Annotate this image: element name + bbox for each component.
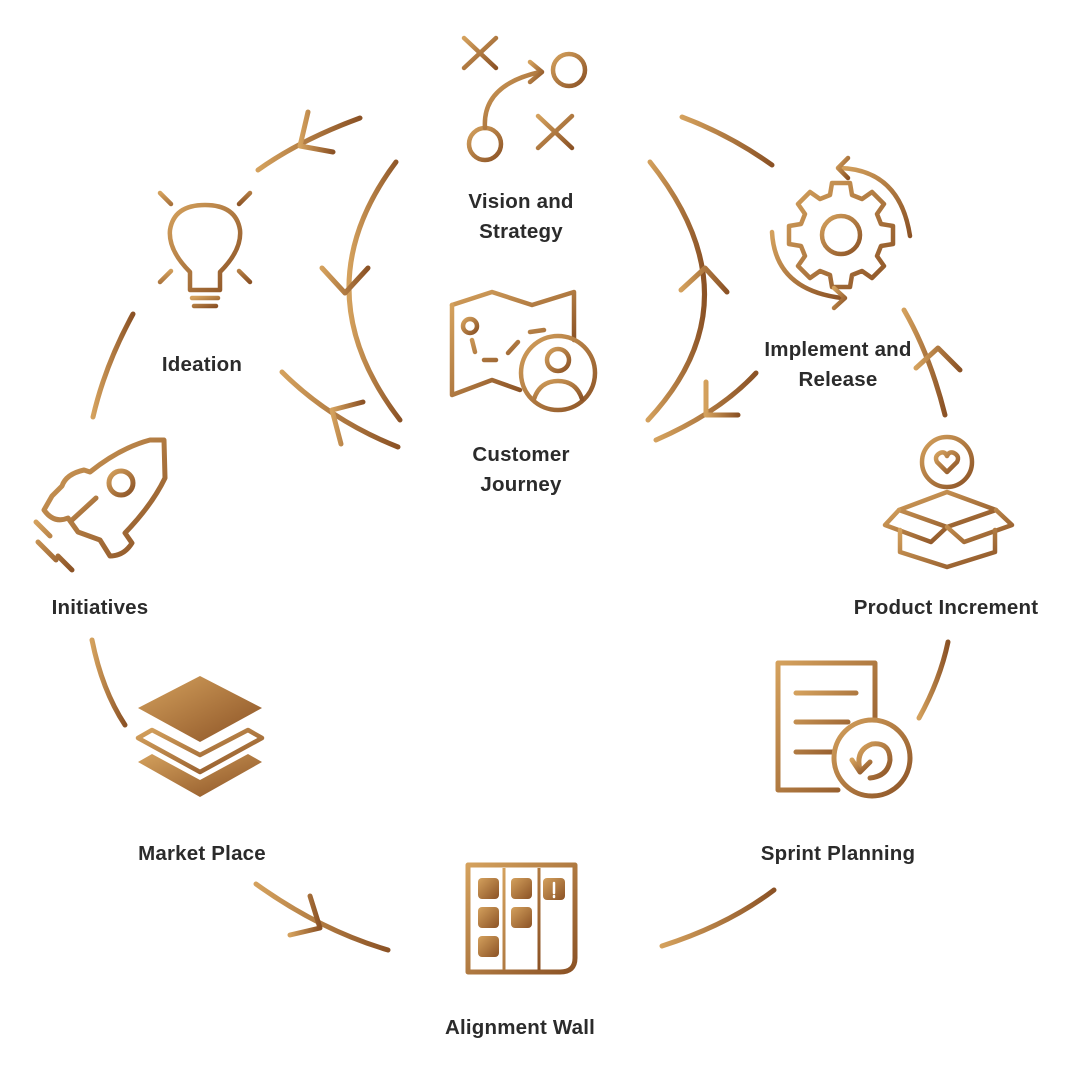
arc-vision-to-ideation — [255, 115, 363, 173]
arc-market-to-alignment — [253, 881, 391, 953]
arc-sprint-to-increment — [916, 639, 951, 721]
label-implement-line2: Release — [798, 368, 878, 391]
inner-left-arc — [346, 159, 403, 423]
label-alignment-wall: Alignment Wall — [444, 1016, 596, 1039]
label-market-place: Market Place — [138, 842, 266, 865]
box-heart-icon — [882, 434, 1015, 570]
inner-right-arc — [645, 159, 707, 423]
arrowhead-inner-left — [319, 265, 371, 296]
label-implement-line1: Implement and — [764, 338, 912, 361]
arrowhead-inner-bottom-left — [329, 399, 366, 447]
layers-icon — [135, 676, 265, 797]
arc-initiatives-to-market — [89, 637, 128, 728]
rocket-icon — [33, 437, 168, 573]
lightbulb-icon — [139, 172, 271, 309]
arrowhead-inner-right — [678, 265, 730, 295]
label-sprint-planning: Sprint Planning — [760, 842, 916, 865]
arrowhead-ideation — [297, 109, 336, 155]
label-vision-strategy: Vision and Strategy — [468, 187, 573, 247]
gear-cycle-icon — [769, 155, 913, 311]
label-implement-release: Implement and Release — [764, 335, 911, 395]
inner-bottom-right-arc — [653, 370, 759, 443]
arc-alignment-to-sprint — [659, 887, 777, 949]
label-initiatives: Initiatives — [51, 596, 149, 619]
label-vision-line1: Vision and — [468, 190, 574, 213]
label-journey-line2: Journey — [480, 473, 562, 496]
label-vision-line2: Strategy — [479, 220, 563, 243]
arc-ideation-to-initiatives — [90, 311, 136, 420]
label-journey-line1: Customer — [472, 443, 570, 466]
arrowhead-increment — [913, 345, 963, 373]
outer-arrowheads — [287, 109, 963, 938]
label-ideation: Ideation — [161, 353, 243, 376]
label-product-increment: Product Increment — [853, 596, 1039, 619]
arrowhead-inner-bottom-right — [703, 379, 741, 418]
inner-arrowheads — [319, 265, 741, 447]
arrowhead-market — [287, 893, 323, 938]
map-person-icon — [449, 289, 598, 413]
document-refresh-icon — [775, 660, 913, 799]
kanban-board-icon — [465, 862, 578, 975]
strategy-play-icon — [461, 35, 588, 163]
arc-implement-to-vision — [679, 114, 775, 168]
label-customer-journey: Customer Journey — [472, 440, 569, 500]
